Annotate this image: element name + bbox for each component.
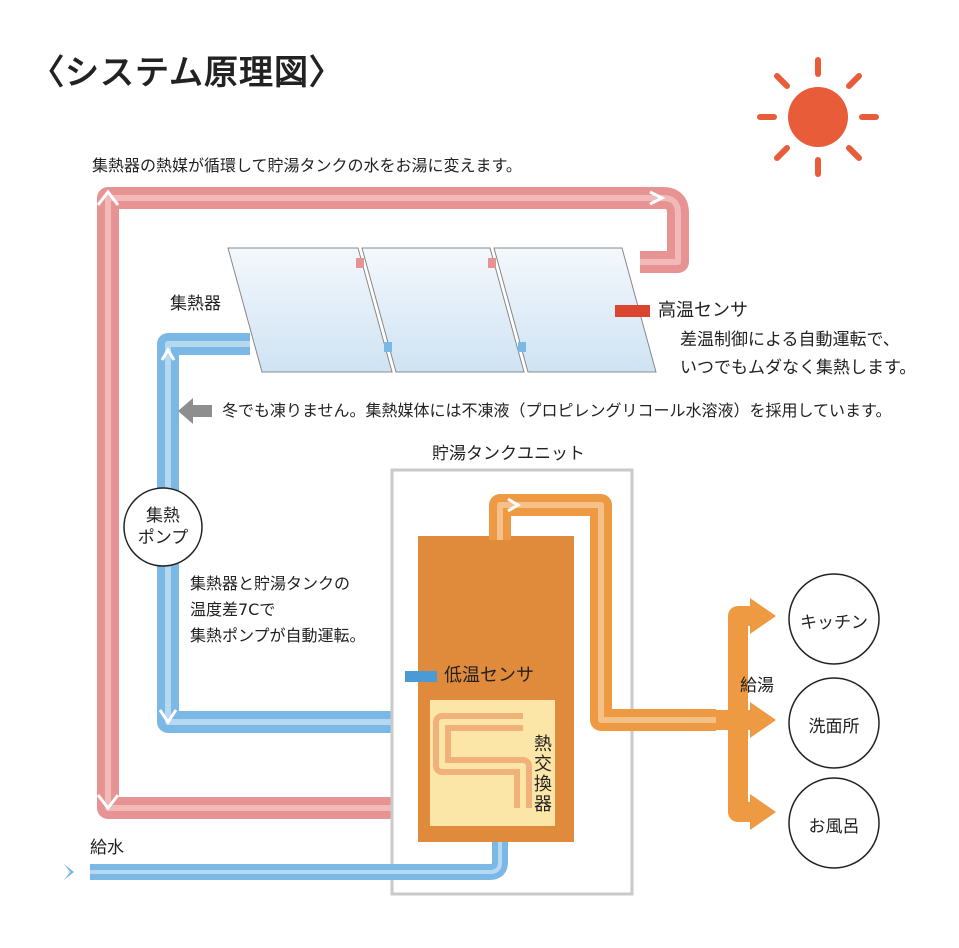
high-sensor-note: いつでもムダなく集熱します。: [680, 358, 917, 378]
pump-note: 集熱器と貯湯タンクの: [190, 574, 351, 593]
water-supply-pipe: [90, 842, 508, 880]
bath-outlet: [788, 777, 880, 869]
solar-collector: [227, 247, 657, 373]
headline: 集熱器の熱媒が循環して貯湯タンクの水をお湯に変えます。: [92, 156, 522, 175]
pump-label-line: 集熱: [146, 506, 180, 526]
page-title: 〈システム原理図〉: [30, 53, 344, 93]
kitchen-outlet: [788, 573, 880, 665]
high-sensor-label: 高温センサ: [658, 300, 748, 321]
washroom-label: 洗面所: [808, 717, 860, 737]
pump-label: 集熱 ポンプ: [124, 505, 202, 549]
flow-arrows: [507, 497, 521, 513]
bath-label: お風呂: [808, 817, 860, 837]
hot-supply-label: 給湯: [740, 676, 774, 696]
pump-label-line: ポンプ: [137, 528, 189, 548]
water-inlet-arrow-icon: [64, 864, 74, 880]
hot-return-pipe: [97, 187, 689, 819]
high-sensor-note: 差温制御による自動運転で、: [680, 330, 900, 350]
kitchen-label: キッチン: [800, 613, 868, 633]
water-supply-label: 給水: [90, 838, 124, 858]
low-temp-sensor: [405, 671, 437, 682]
collector-label: 集熱器: [170, 294, 221, 314]
sun-icon: [757, 57, 879, 177]
hot-water-pipe: [489, 494, 716, 731]
flow-arrows: [96, 189, 666, 811]
tank-unit-label: 貯湯タンクユニット: [432, 444, 585, 464]
pump-note: 温度差7Cで: [190, 600, 276, 619]
exchanger-coil: [433, 713, 532, 808]
antifreeze-note: 冬でも凍りません。集熱媒体には不凍液（プロピレングリコール水溶液）を採用していま…: [222, 401, 892, 420]
heat-exchanger-label: 熱交換器: [531, 734, 552, 814]
high-temp-sensor: [615, 305, 650, 317]
hot-water-branches: [716, 606, 752, 822]
hot-water-arrowheads: [750, 598, 776, 830]
washroom-outlet: [788, 677, 880, 769]
collector-pump: [123, 487, 203, 567]
low-sensor-label: 低温センサ: [444, 665, 534, 686]
pump-note: 集熱ポンプが自動運転。: [190, 626, 366, 645]
antifreeze-arrow-icon: [178, 398, 212, 424]
